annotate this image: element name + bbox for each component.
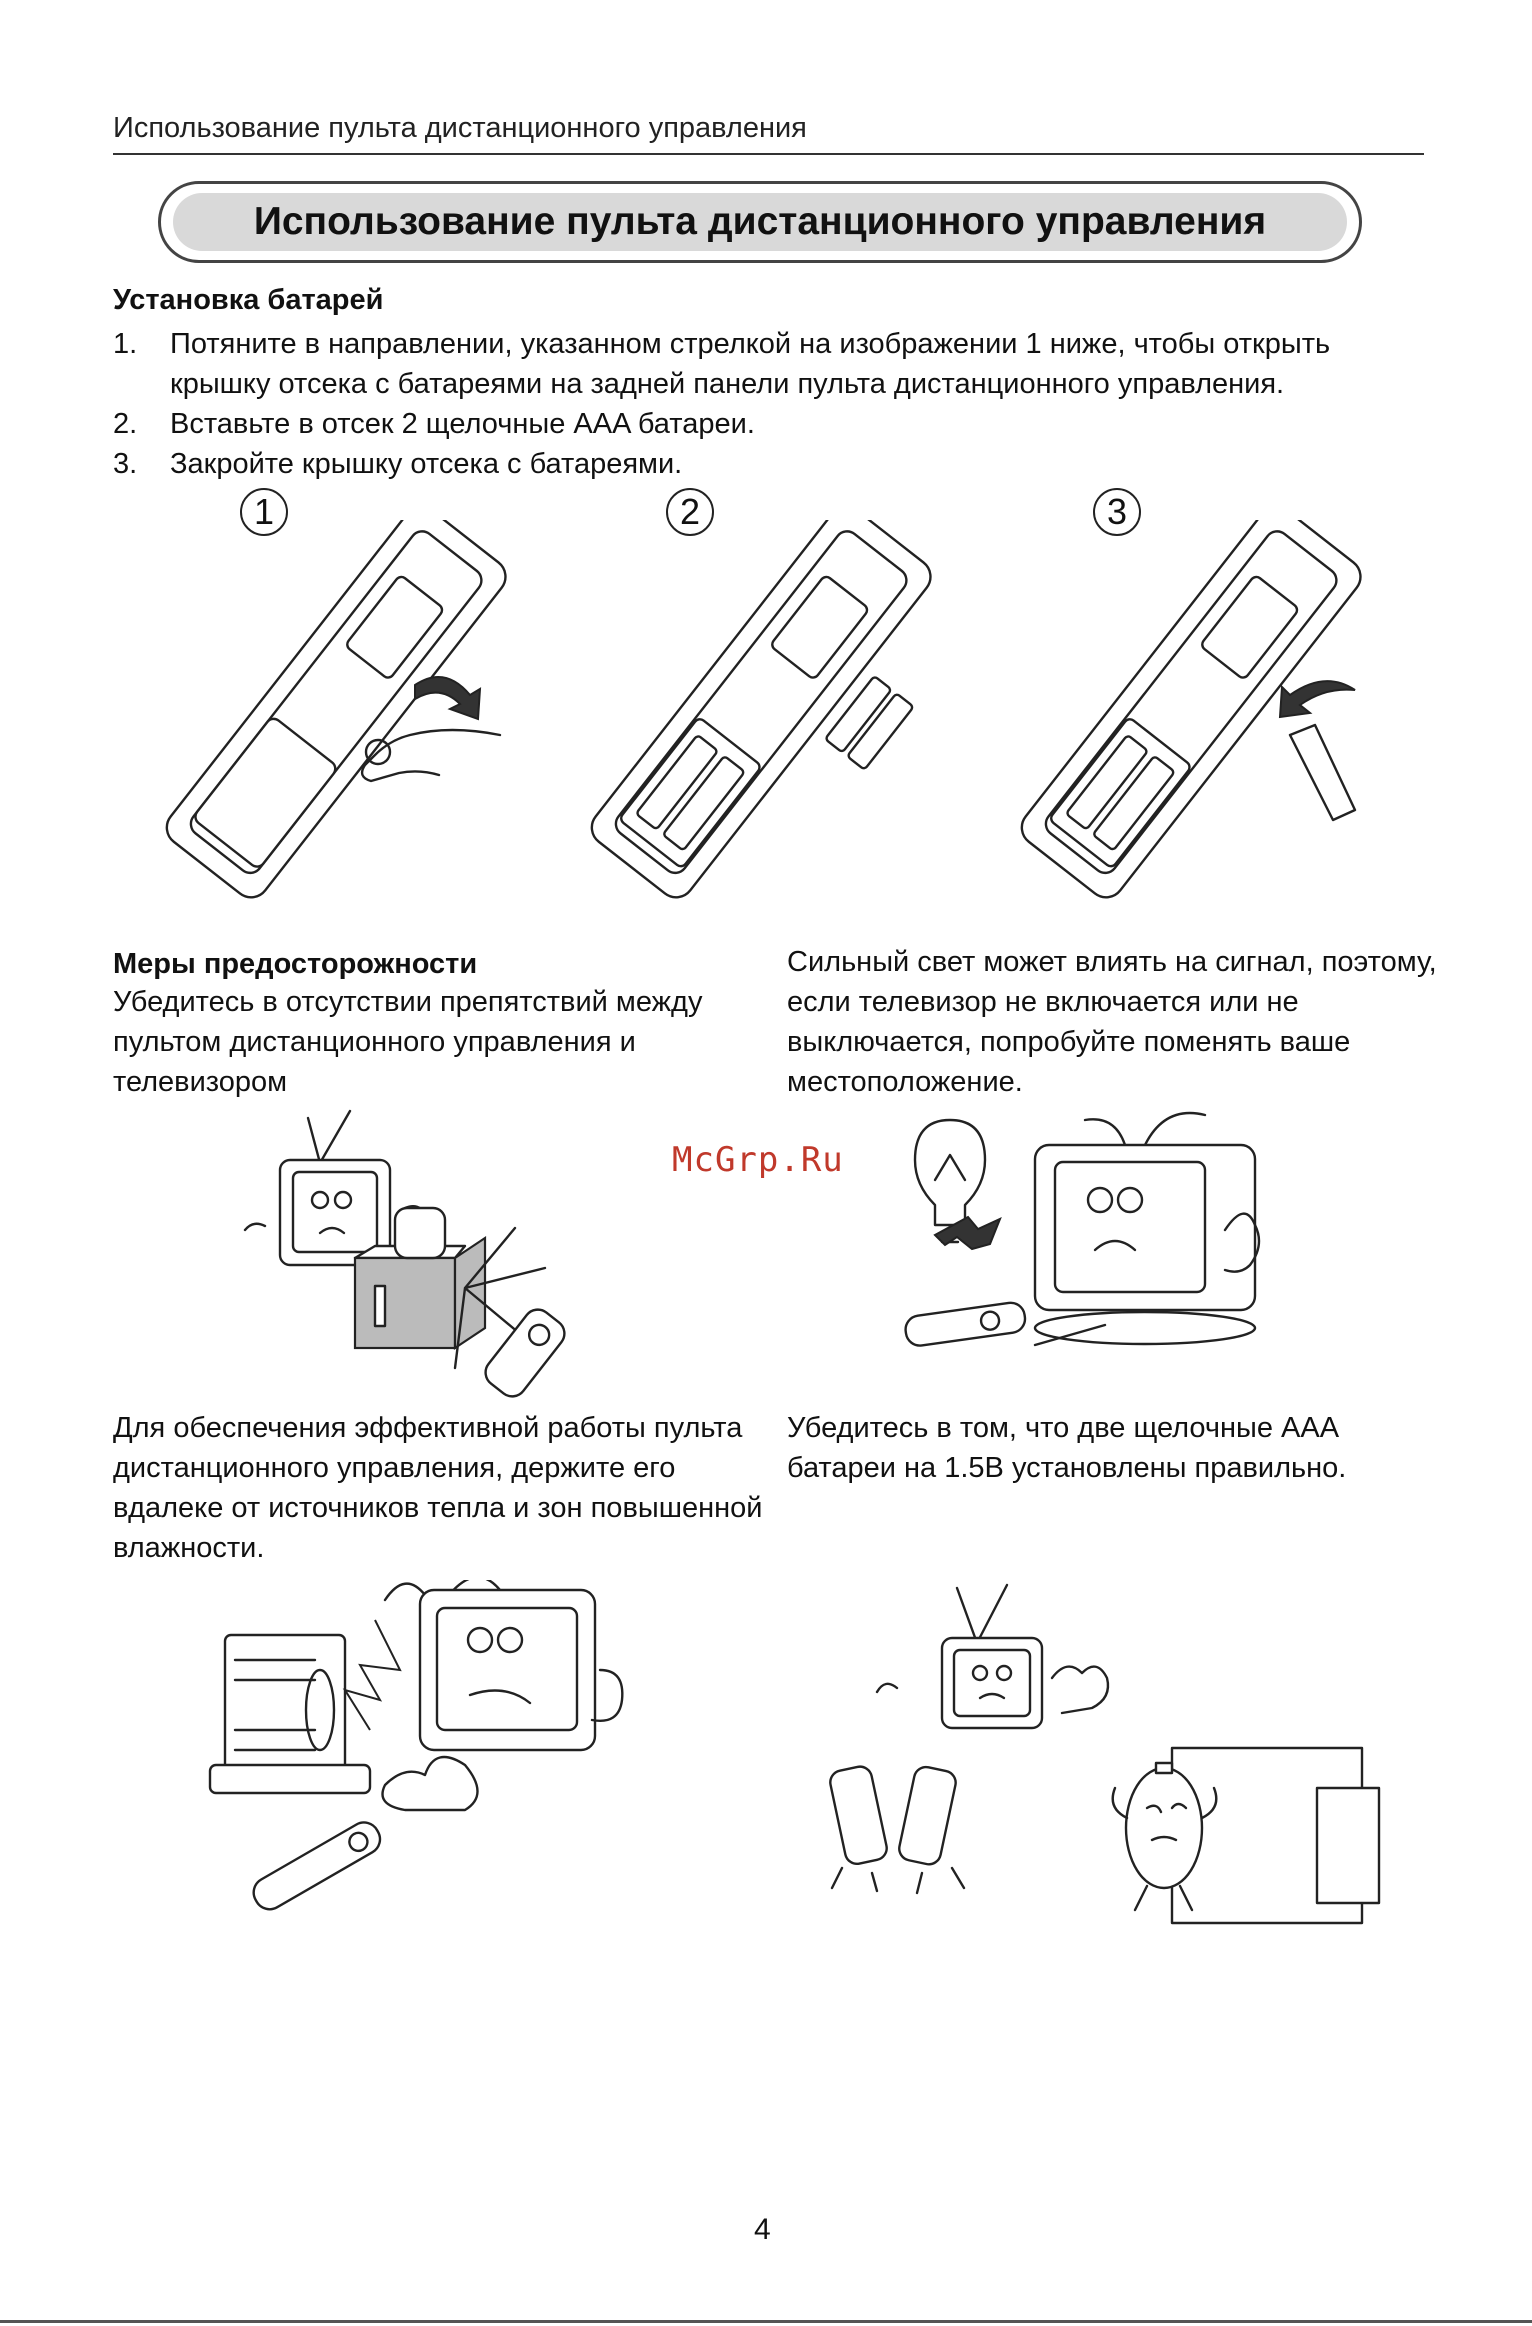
step-text: Потяните в направлении, указанном стрелк…: [170, 328, 1331, 400]
obstacles-text: Убедитесь в отсутствии препятствий между…: [113, 986, 703, 1098]
page-title: Использование пульта дистанционного упра…: [173, 193, 1347, 251]
remote-insert-illustration: [590, 520, 932, 899]
figure-label-3: 3: [1093, 488, 1141, 536]
step-number: 2.: [113, 408, 138, 440]
obstacle-illustration: [243, 1109, 566, 1398]
title-banner: Использование пульта дистанционного упра…: [158, 181, 1362, 263]
remote-close-illustration: [1020, 520, 1362, 899]
step-text: Вставьте в отсек 2 щелочные AAA батареи.: [170, 408, 755, 440]
step-text: Закройте крышку отсека с батареями.: [170, 448, 683, 480]
battery-check-text: Убедитесь в том, что две щелочные AAA ба…: [787, 1412, 1347, 1484]
bottom-rule: [0, 2320, 1532, 2323]
running-header: Использование пульта дистанционного упра…: [113, 112, 807, 144]
light-text: Сильный свет может влиять на сигнал, поэ…: [787, 946, 1437, 1098]
heat-text: Для обеспечения эффективной работы пульт…: [113, 1412, 763, 1564]
heat-humidity-illustration: [208, 1580, 624, 1911]
remote-open-illustration: [165, 520, 507, 899]
strong-light-illustration: [904, 1111, 1261, 1347]
list-item: 1. Потяните в направлении, указанном стр…: [113, 324, 1413, 404]
figure-label-1: 1: [240, 488, 288, 536]
battery-heading: Установка батарей: [113, 284, 384, 316]
page-number: 4: [754, 2213, 771, 2246]
step-number: 3.: [113, 448, 138, 480]
header-rule: [113, 153, 1424, 155]
figure-label-2: 2: [666, 488, 714, 536]
watermark: McGrp.Ru: [672, 1140, 844, 1180]
precautions-heading: Меры предосторожности: [113, 948, 478, 980]
list-item: 3. Закройте крышку отсека с батареями.: [113, 444, 1413, 484]
list-item: 2. Вставьте в отсек 2 щелочные AAA батар…: [113, 404, 1413, 444]
step-number: 1.: [113, 328, 138, 360]
battery-polarity-illustration: [829, 1583, 1381, 1925]
